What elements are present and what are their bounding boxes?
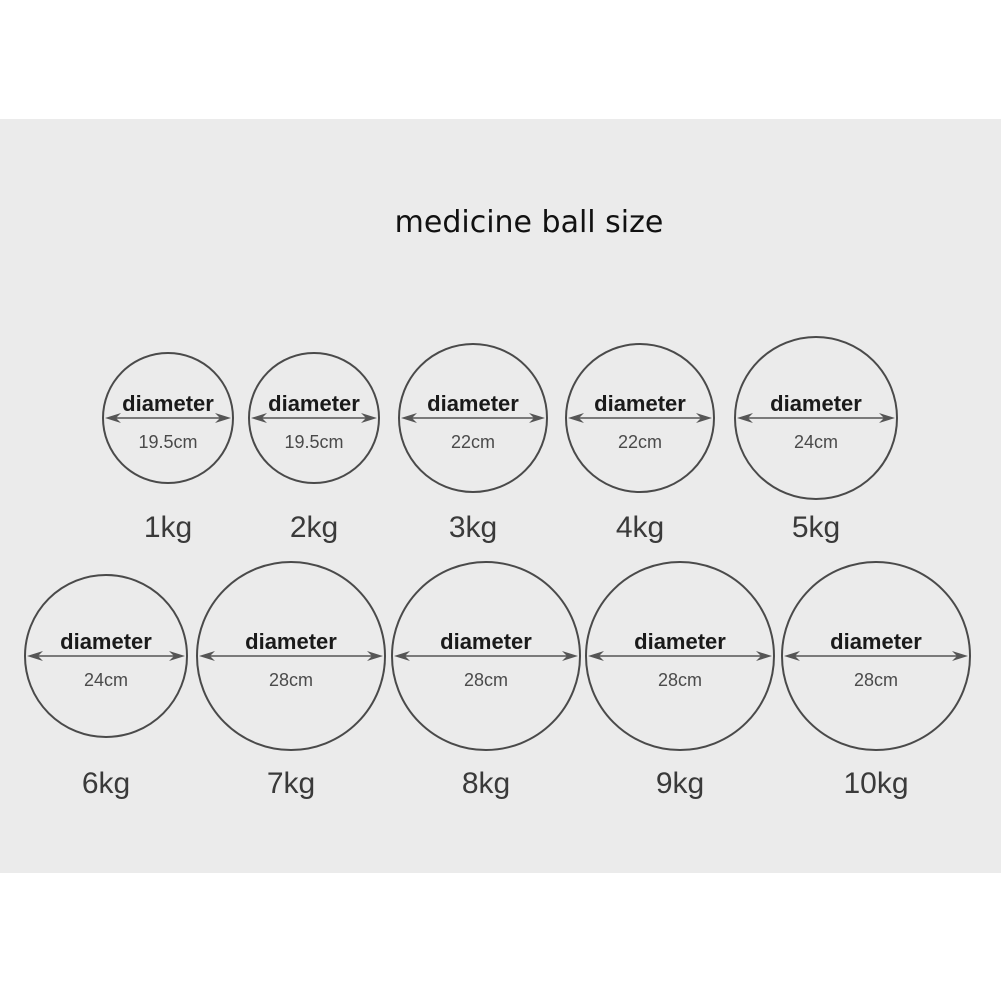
- ball-outline: [24, 574, 188, 738]
- weight-label: 7kg: [267, 767, 315, 800]
- arrow-left-icon: [401, 413, 417, 423]
- arrow-right-icon: [562, 651, 578, 661]
- ball-outline: [781, 561, 971, 751]
- arrow-left-icon: [784, 651, 800, 661]
- weight-label: 1kg: [144, 511, 192, 544]
- weight-label: 9kg: [656, 767, 704, 800]
- arrow-left-icon: [588, 651, 604, 661]
- arrow-left-icon: [568, 413, 584, 423]
- weight-label: 8kg: [462, 767, 510, 800]
- size-value: 22cm: [451, 432, 495, 452]
- arrow-right-icon: [756, 651, 772, 661]
- size-value: 28cm: [269, 670, 313, 690]
- ball-1: diameter 19.5cm 1kg: [102, 352, 234, 544]
- ball-8: diameter 28cm 8kg: [391, 561, 581, 800]
- page-title: medicine ball size: [395, 205, 664, 240]
- arrow-left-icon: [199, 651, 215, 661]
- size-value: 28cm: [854, 670, 898, 690]
- arrow-right-icon: [169, 651, 185, 661]
- weight-label: 4kg: [616, 511, 664, 544]
- size-value: 19.5cm: [284, 432, 343, 452]
- ball-5: diameter 24cm 5kg: [734, 336, 898, 544]
- arrow-left-icon: [394, 651, 410, 661]
- ball-outline: [248, 352, 380, 484]
- ball-outline: [585, 561, 775, 751]
- arrow-right-icon: [952, 651, 968, 661]
- diameter-label: diameter: [427, 391, 519, 416]
- arrow-right-icon: [367, 651, 383, 661]
- size-value: 24cm: [794, 432, 838, 452]
- weight-label: 5kg: [792, 511, 840, 544]
- arrow-left-icon: [105, 413, 121, 423]
- arrow-right-icon: [361, 413, 377, 423]
- ball-10: diameter 28cm 10kg: [781, 561, 971, 800]
- size-value: 28cm: [464, 670, 508, 690]
- weight-label: 10kg: [843, 767, 908, 800]
- ball-9: diameter 28cm 9kg: [585, 561, 775, 800]
- weight-label: 3kg: [449, 511, 497, 544]
- arrow-left-icon: [737, 413, 753, 423]
- diameter-label: diameter: [594, 391, 686, 416]
- balls-group: diameter19.5cm1kgdiameter19.5cm2kgdiamet…: [24, 336, 971, 800]
- ball-outline: [565, 343, 715, 493]
- diameter-label: diameter: [440, 629, 532, 654]
- ball-2: diameter 19.5cm 2kg: [248, 352, 380, 544]
- arrow-left-icon: [251, 413, 267, 423]
- diameter-label: diameter: [60, 629, 152, 654]
- ball-outline: [391, 561, 581, 751]
- ball-7: diameter 28cm 7kg: [196, 561, 386, 800]
- arrow-right-icon: [879, 413, 895, 423]
- size-value: 24cm: [84, 670, 128, 690]
- diameter-label: diameter: [122, 391, 214, 416]
- ball-3: diameter 22cm 3kg: [398, 343, 548, 544]
- ball-outline: [102, 352, 234, 484]
- diameter-label: diameter: [245, 629, 337, 654]
- arrow-right-icon: [529, 413, 545, 423]
- diameter-label: diameter: [634, 629, 726, 654]
- arrow-left-icon: [27, 651, 43, 661]
- size-value: 28cm: [658, 670, 702, 690]
- weight-label: 6kg: [82, 767, 130, 800]
- size-value: 22cm: [618, 432, 662, 452]
- size-value: 19.5cm: [138, 432, 197, 452]
- ball-6: diameter 24cm 6kg: [24, 574, 188, 800]
- ball-outline: [734, 336, 898, 500]
- arrow-right-icon: [215, 413, 231, 423]
- diameter-label: diameter: [268, 391, 360, 416]
- ball-outline: [196, 561, 386, 751]
- ball-4: diameter 22cm 4kg: [565, 343, 715, 544]
- arrow-right-icon: [696, 413, 712, 423]
- diameter-label: diameter: [770, 391, 862, 416]
- diameter-label: diameter: [830, 629, 922, 654]
- weight-label: 2kg: [290, 511, 338, 544]
- ball-outline: [398, 343, 548, 493]
